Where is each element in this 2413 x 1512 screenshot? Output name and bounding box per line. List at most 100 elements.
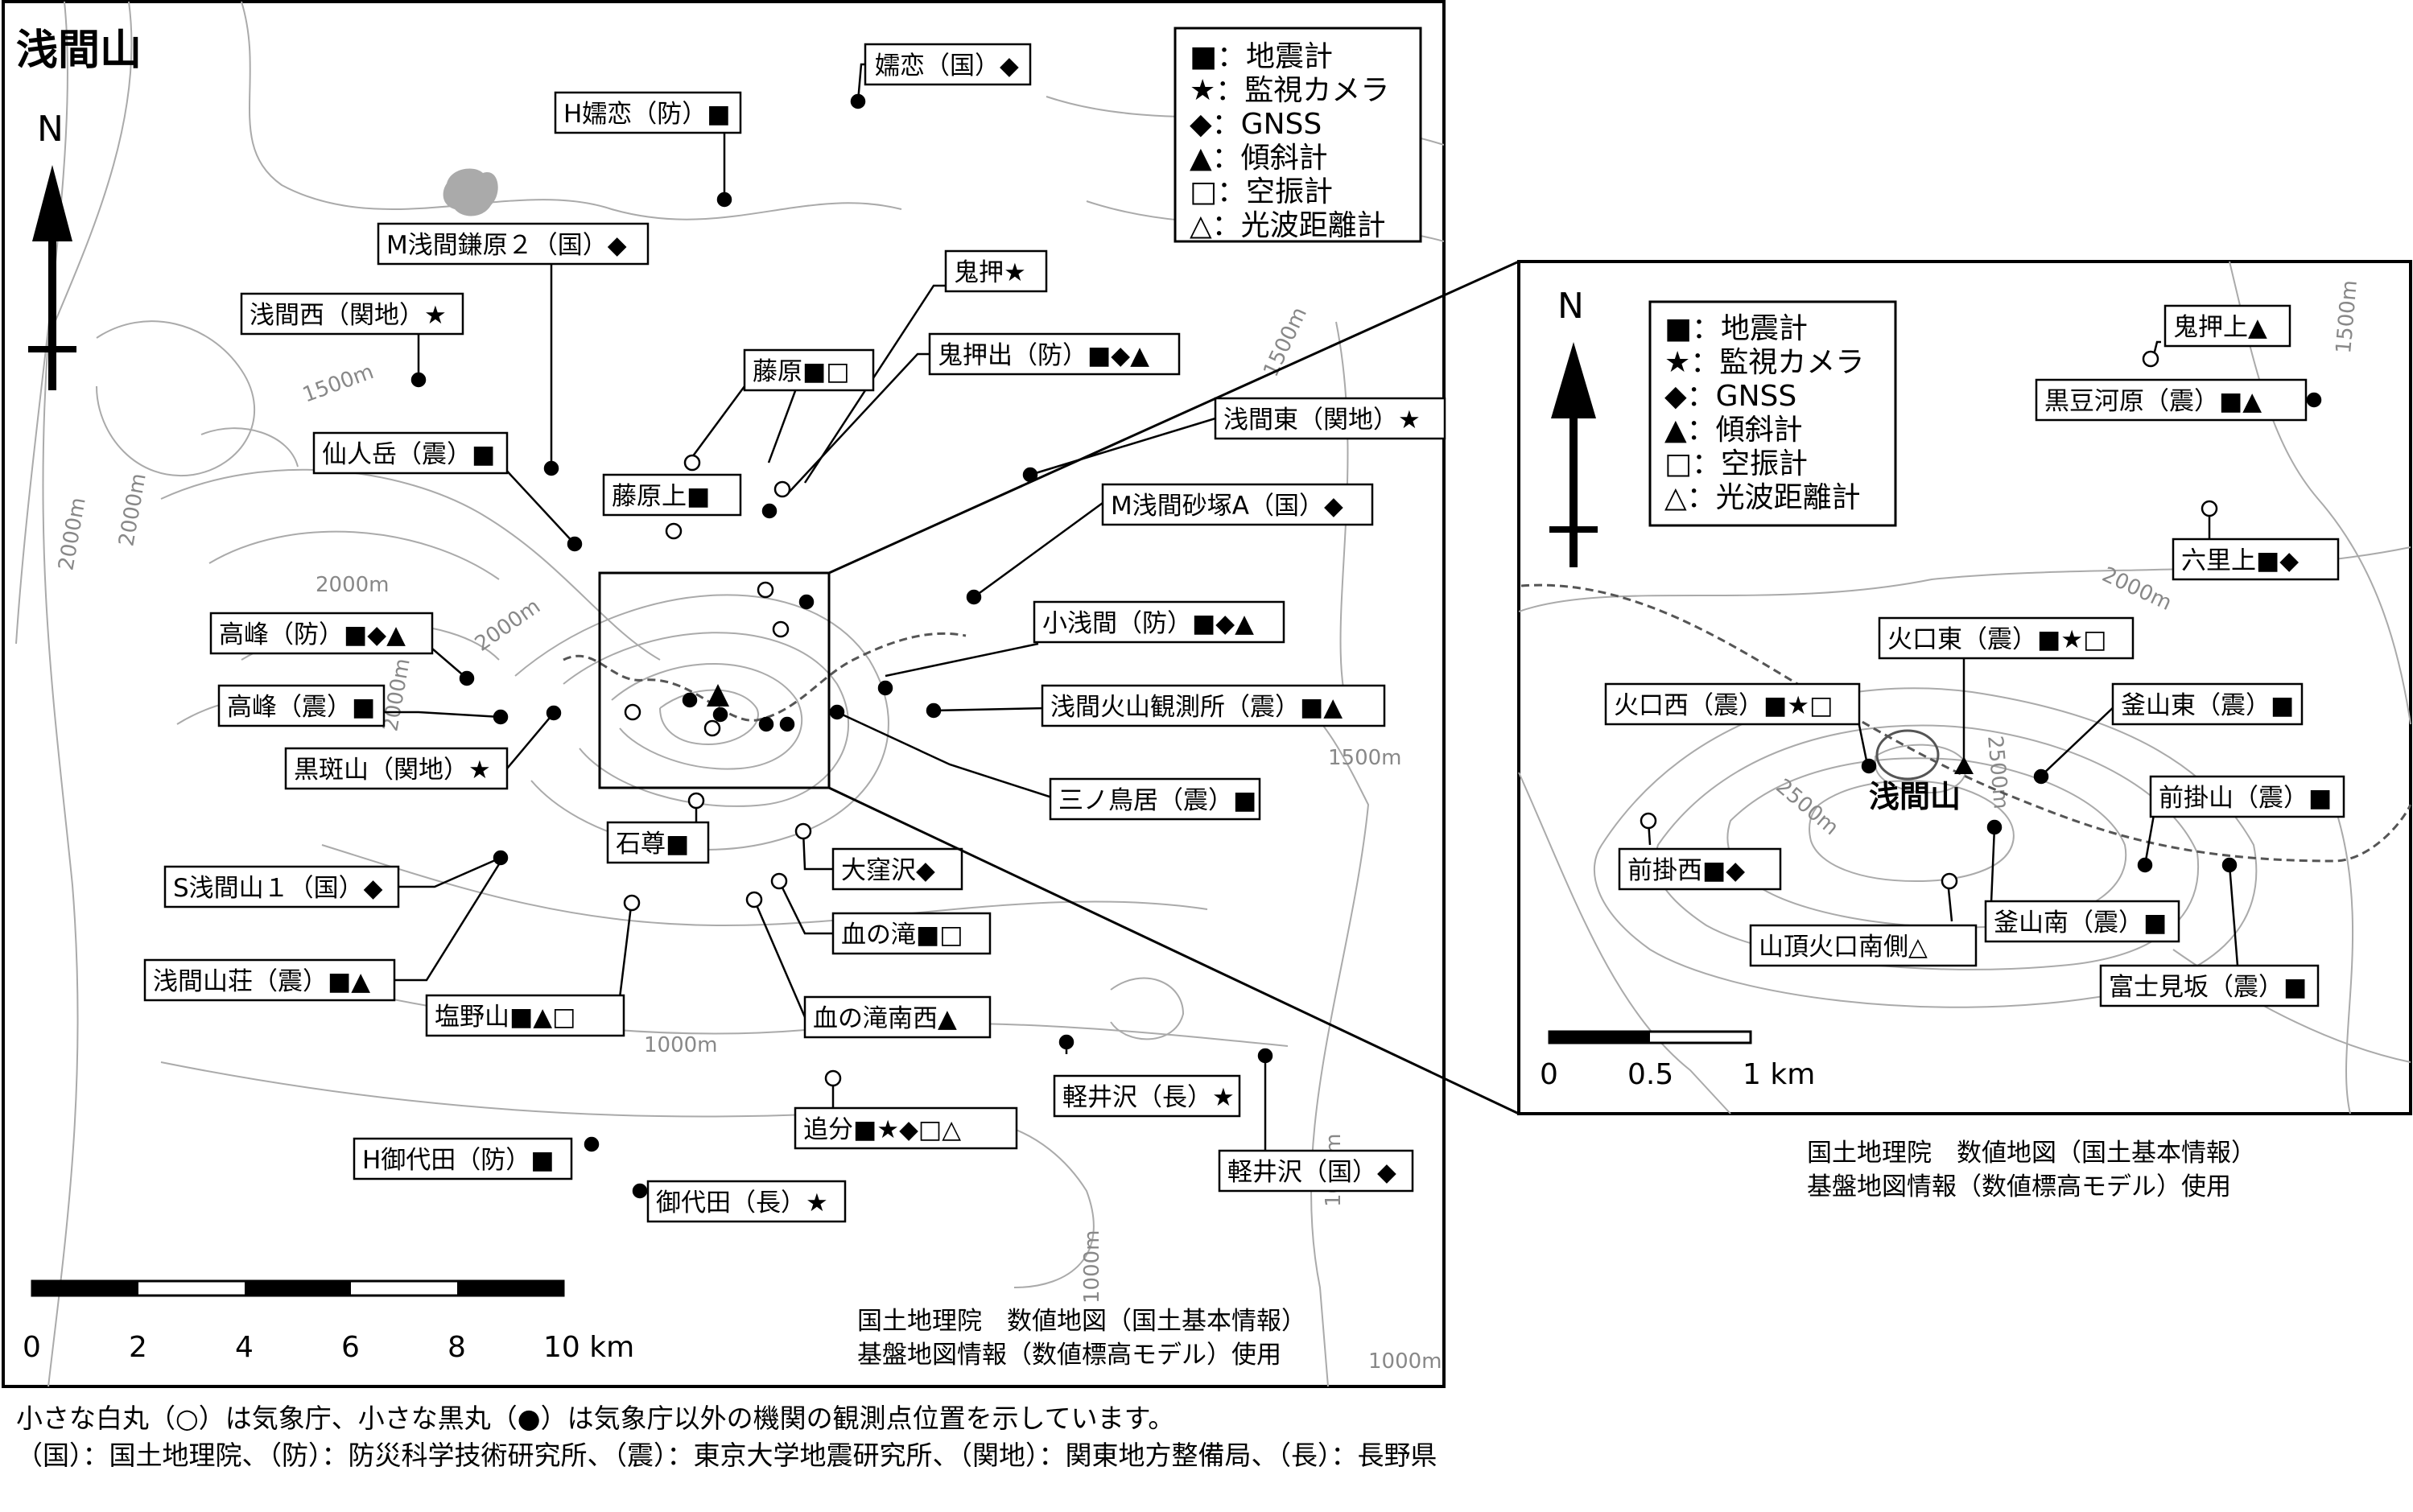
credit-line-inset: 基盤地図情報（数値標高モデル）使用 — [1807, 1172, 2231, 1201]
station-dot-black — [1986, 819, 2003, 835]
station-label: S浅間山１（国）◆ — [173, 874, 383, 903]
inset-connectors — [828, 260, 1520, 1115]
north-arrow-main: N — [28, 109, 76, 390]
station-dot-black — [2306, 392, 2322, 408]
station-label: 石尊■ — [616, 830, 689, 859]
footnote-line-1: 小さな白丸（○）は気象庁、小さな黒丸（●）は気象庁以外の機関の観測点位置を示して… — [16, 1403, 1175, 1434]
scale-tick-label: 0 — [23, 1331, 41, 1364]
station-label: 鬼押上▲ — [2173, 313, 2267, 342]
north-arrow-head — [32, 165, 72, 241]
main-map: 1500m 2000m 2000m 2000m 2000m 2000m 1500… — [2, 0, 1446, 1388]
legend-item: ★：監視カメラ — [1190, 74, 1389, 107]
station-dot-white — [794, 822, 812, 840]
north-arrow-bar — [28, 346, 76, 352]
station-label: 釜山南（震）■ — [1994, 908, 2167, 937]
station-dot-black — [926, 702, 942, 719]
station-dot-white — [1941, 872, 1958, 890]
station-label: 釜山東（震）■ — [2121, 691, 2294, 720]
legend-item: ■：地震計 — [1664, 312, 1808, 345]
station-dot-black — [2221, 857, 2238, 873]
station-dot-black — [493, 709, 509, 725]
scale-tick-label: 10 km — [543, 1331, 634, 1364]
station-dot-black — [850, 93, 866, 109]
crater — [1875, 729, 1940, 781]
station-dot-black — [1058, 1034, 1075, 1050]
station-label: 軽井沢（国）◆ — [1227, 1158, 1396, 1187]
legend-item: □：空振計 — [1190, 175, 1333, 208]
station-label: 血の滝南西▲ — [813, 1004, 957, 1033]
station-dot-white — [757, 581, 774, 599]
contour-label: 1000m — [644, 1033, 718, 1057]
station-dot-black — [493, 850, 509, 866]
station-dot-black — [632, 1183, 648, 1199]
station-dot-white — [623, 894, 641, 912]
scale-bar-main: 0 2 4 6 8 10 km — [23, 1279, 634, 1364]
scale-tick-label: 0 — [1540, 1058, 1558, 1091]
station-dot-black — [567, 536, 583, 552]
north-arrow-inset: N — [1549, 286, 1598, 567]
station-dot-black — [761, 503, 778, 519]
credit-line: 基盤地図情報（数値標高モデル）使用 — [857, 1341, 1281, 1370]
station-dot-black — [410, 372, 427, 388]
legend-item: ▲：傾斜計 — [1664, 414, 1803, 447]
contour-label: 2000m — [316, 573, 390, 597]
station-label: 前掛山（震）■ — [2159, 784, 2332, 813]
station-label: 浅間山荘（震）■▲ — [153, 967, 370, 996]
legend-item: △：光波距離計 — [1190, 209, 1386, 242]
legend-inset: ■：地震計 ★：監視カメラ ◆：GNSS ▲：傾斜計 □：空振計 △：光波距離計 — [1648, 300, 1897, 527]
north-label: N — [1557, 286, 1584, 327]
station-dot-white — [1640, 812, 1657, 830]
station-dot-black — [779, 716, 795, 732]
scale-tick-label: 4 — [235, 1331, 254, 1364]
station-dot-white — [703, 719, 721, 737]
station-dot-black — [1257, 1048, 1273, 1064]
station-label: 前掛西■◆ — [1627, 856, 1745, 885]
station-dot-white — [2201, 500, 2218, 517]
station-label: M浅間鎌原２（国）◆ — [386, 231, 627, 260]
station-dot-white — [687, 792, 705, 810]
credit-line-inset: 国土地理院 数値地図（国土基本情報） — [1807, 1139, 2256, 1168]
station-dot-black — [829, 704, 845, 720]
legend-item: △：光波距離計 — [1664, 481, 1861, 514]
station-dot-black — [712, 707, 728, 723]
station-dot-white — [824, 1069, 842, 1087]
station-label: 血の滝■□ — [841, 921, 963, 950]
summit-triangle — [1954, 756, 1974, 774]
map-figure: 1500m 2000m 2000m 2000m 2000m 2000m 1500… — [2, 0, 2412, 1388]
legend-item: ◆：GNSS — [1664, 380, 1796, 413]
station-dot-white — [745, 891, 763, 908]
station-label: 黒斑山（関地）★ — [294, 756, 491, 785]
legend-item: ■：地震計 — [1190, 40, 1333, 73]
station-label: H御代田（防）■ — [362, 1146, 555, 1175]
contour-label: 1000m — [1080, 1230, 1104, 1304]
credit-line: 国土地理院 数値地図（国土基本情報） — [857, 1307, 1306, 1336]
station-label: 鬼押★ — [954, 258, 1026, 287]
scale-tick-label: 2 — [129, 1331, 147, 1364]
station-label: 藤原■□ — [753, 357, 850, 386]
prefecture-boundary-inset — [1520, 583, 2412, 863]
station-label: 富士見坂（震）■ — [2109, 973, 2307, 1002]
station-label: 三ノ鳥居（震）■ — [1058, 786, 1256, 815]
summit-triangle — [707, 684, 729, 707]
north-label: N — [37, 109, 64, 150]
legend-item: ★：監視カメラ — [1664, 346, 1864, 379]
station-label: 追分■★◆□△ — [803, 1115, 961, 1144]
station-label: 御代田（長）★ — [656, 1189, 828, 1217]
station-dot-black — [2137, 857, 2153, 873]
station-labels-main: 嬬恋（国）◆ H嬬恋（防）■ M浅間鎌原２（国）◆ 浅間西（関地）★ 鬼押★ 藤… — [143, 43, 1446, 1223]
station-dot-white — [683, 454, 701, 472]
contour-label: 1500m — [1328, 746, 1402, 770]
station-label: 黒豆河原（震）■▲ — [2044, 387, 2262, 416]
station-dot-white — [665, 522, 683, 540]
legend-item: ◆：GNSS — [1190, 108, 1322, 141]
scale-tick-label: 6 — [341, 1331, 360, 1364]
station-dot-black — [584, 1136, 600, 1152]
station-dot-white — [772, 620, 790, 638]
scale-tick-label: 8 — [448, 1331, 466, 1364]
station-label: 大窪沢◆ — [841, 856, 935, 885]
station-dot-white — [770, 872, 788, 890]
legend-item: □：空振計 — [1664, 447, 1808, 480]
station-dots — [410, 93, 1273, 1199]
inset-topography — [1518, 261, 2411, 1114]
station-dot-white — [624, 703, 641, 721]
